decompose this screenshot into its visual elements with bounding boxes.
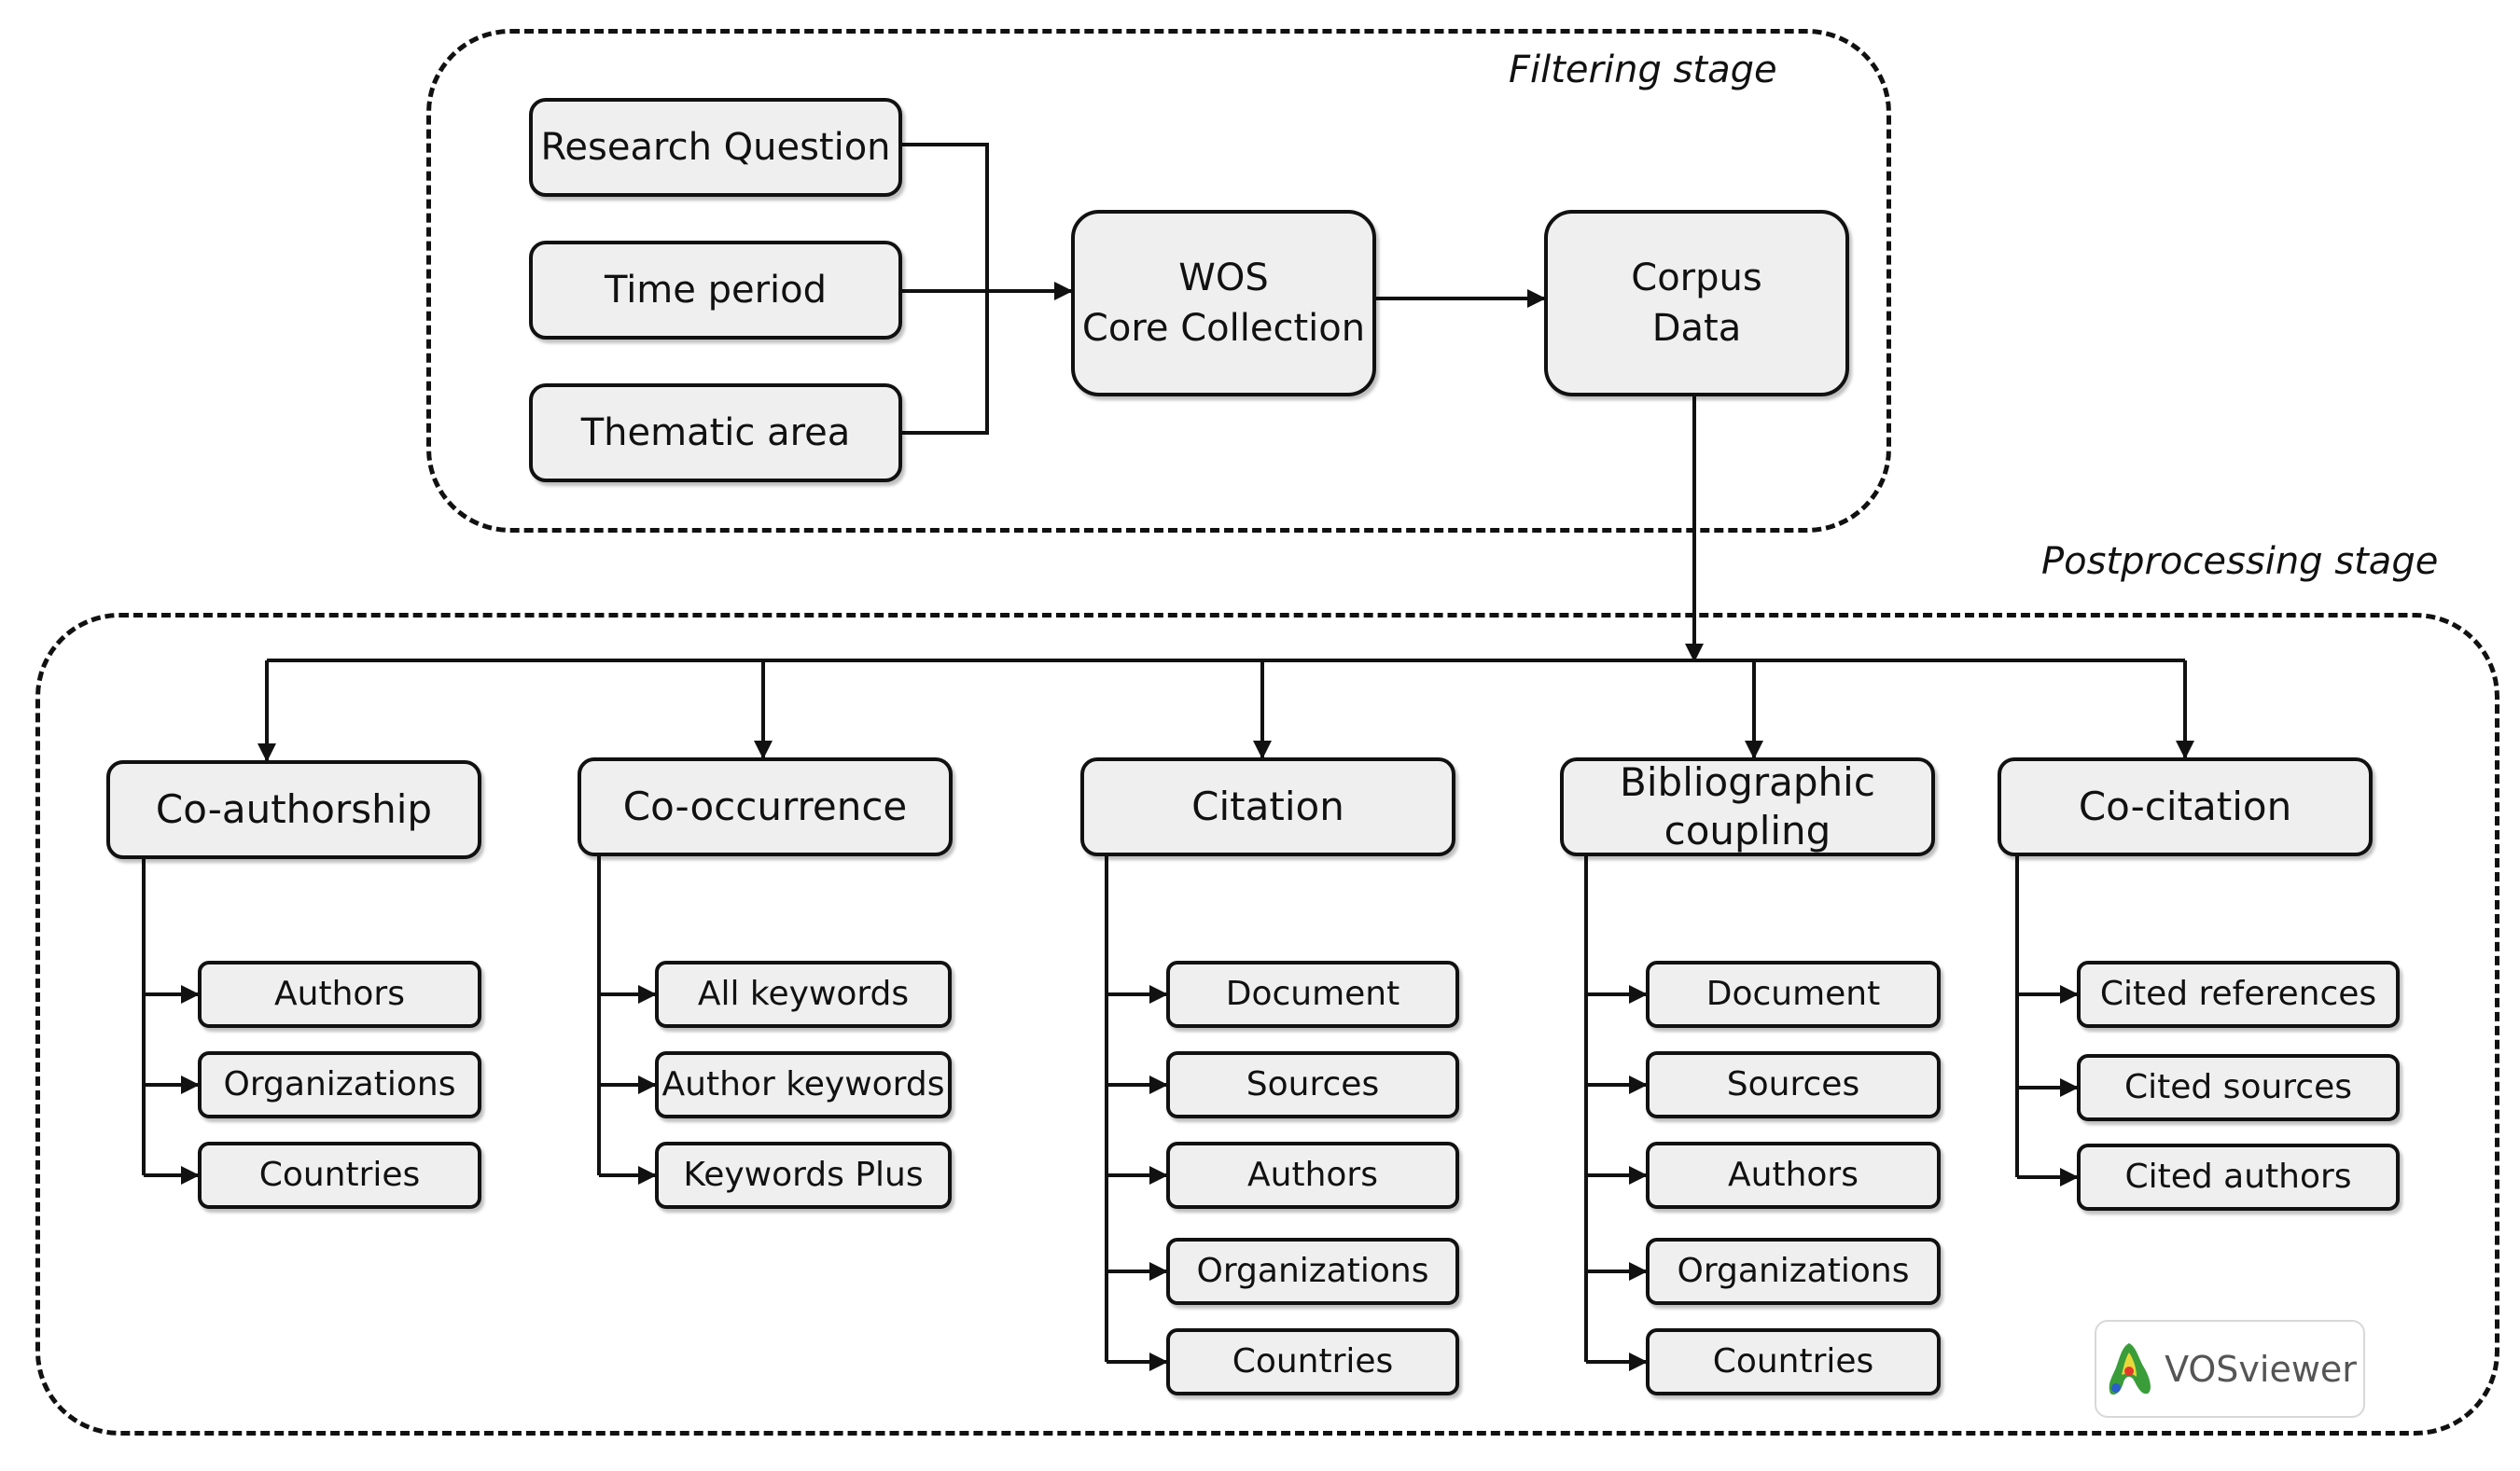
sub-item-box: Author keywords <box>655 1051 952 1118</box>
sub-item-box: Cited sources <box>2077 1054 2400 1121</box>
postprocessing-stage-region <box>35 613 2499 1436</box>
sub-item-label: Countries <box>1232 1341 1394 1381</box>
sub-item-label: Organizations <box>1196 1251 1429 1290</box>
corpus-data-box: Corpus Data <box>1544 210 1849 396</box>
analysis-box-label: Co-authorship <box>155 785 433 832</box>
sub-item-box: Sources <box>1166 1051 1459 1118</box>
sub-item-box: Organizations <box>1166 1238 1459 1305</box>
analysis-box-label: Citation <box>1191 783 1344 829</box>
postprocessing-stage-label: Postprocessing stage <box>2041 540 2439 583</box>
filtering-stage-label: Filtering stage <box>1509 49 1777 91</box>
sub-item-label: Sources <box>1726 1064 1860 1103</box>
sub-item-box: Authors <box>1166 1142 1459 1209</box>
sub-item-box: All keywords <box>655 961 952 1028</box>
sub-item-box: Cited references <box>2077 961 2400 1028</box>
sub-item-box: Countries <box>1646 1328 1941 1395</box>
sub-item-label: Countries <box>258 1155 421 1194</box>
input-box-label: Thematic area <box>580 411 851 454</box>
sub-item-label: Authors <box>1247 1155 1378 1194</box>
sub-item-box: Document <box>1646 961 1941 1028</box>
vosviewer-logo: VOSviewer <box>2095 1320 2365 1418</box>
sub-item-box: Sources <box>1646 1051 1941 1118</box>
analysis-box-label: Bibliographic coupling <box>1620 758 1875 854</box>
analysis-box-label: Co-occurrence <box>622 783 908 829</box>
input-box-research-question: Research Question <box>529 98 902 197</box>
sub-item-label: Author keywords <box>661 1064 945 1103</box>
sub-item-label: Organizations <box>223 1064 456 1103</box>
sub-item-label: Document <box>1706 974 1881 1013</box>
input-box-thematic-area: Thematic area <box>529 383 902 482</box>
sub-item-label: Cited references <box>2099 974 2377 1013</box>
vosviewer-logo-text: VOSviewer <box>2165 1348 2357 1390</box>
sub-item-label: Organizations <box>1677 1251 1910 1290</box>
sub-item-label: Cited sources <box>2123 1067 2352 1106</box>
sub-item-label: Countries <box>1712 1341 1874 1381</box>
analysis-box-citation: Citation <box>1080 757 1455 856</box>
analysis-box-label: Co-citation <box>2078 783 2292 829</box>
sub-item-box: Keywords Plus <box>655 1142 952 1209</box>
corpus-box-label: Corpus Data <box>1631 257 1762 350</box>
sub-item-box: Authors <box>1646 1142 1941 1209</box>
sub-item-label: Sources <box>1246 1064 1380 1103</box>
sub-item-label: Keywords Plus <box>683 1155 924 1194</box>
analysis-box-co-citation: Co-citation <box>1998 757 2373 856</box>
input-box-label: Research Question <box>540 126 891 169</box>
sub-item-box: Countries <box>1166 1328 1459 1395</box>
sub-item-box: Authors <box>198 961 481 1028</box>
sub-item-label: Authors <box>274 974 405 1013</box>
sub-item-label: Document <box>1225 974 1400 1013</box>
sub-item-box: Cited authors <box>2077 1144 2400 1211</box>
sub-item-label: Cited authors <box>2124 1157 2352 1196</box>
analysis-box-co-occurrence: Co-occurrence <box>578 757 953 856</box>
filtering-stage-region <box>426 29 1891 533</box>
sub-item-box: Document <box>1166 961 1459 1028</box>
sub-item-label: Authors <box>1728 1155 1859 1194</box>
sub-item-box: Organizations <box>198 1051 481 1118</box>
analysis-box-bibliographic-coupling: Bibliographic coupling <box>1560 757 1935 856</box>
analysis-box-co-authorship: Co-authorship <box>106 760 481 859</box>
sub-item-box: Organizations <box>1646 1238 1941 1305</box>
sub-item-label: All keywords <box>697 974 910 1013</box>
sub-item-box: Countries <box>198 1142 481 1209</box>
wos-core-collection-box: WOS Core Collection <box>1071 210 1376 396</box>
input-box-label: Time period <box>604 269 828 312</box>
vosviewer-logo-icon <box>2109 1342 2151 1395</box>
input-box-time-period: Time period <box>529 241 902 340</box>
wos-box-label: WOS Core Collection <box>1081 257 1366 350</box>
